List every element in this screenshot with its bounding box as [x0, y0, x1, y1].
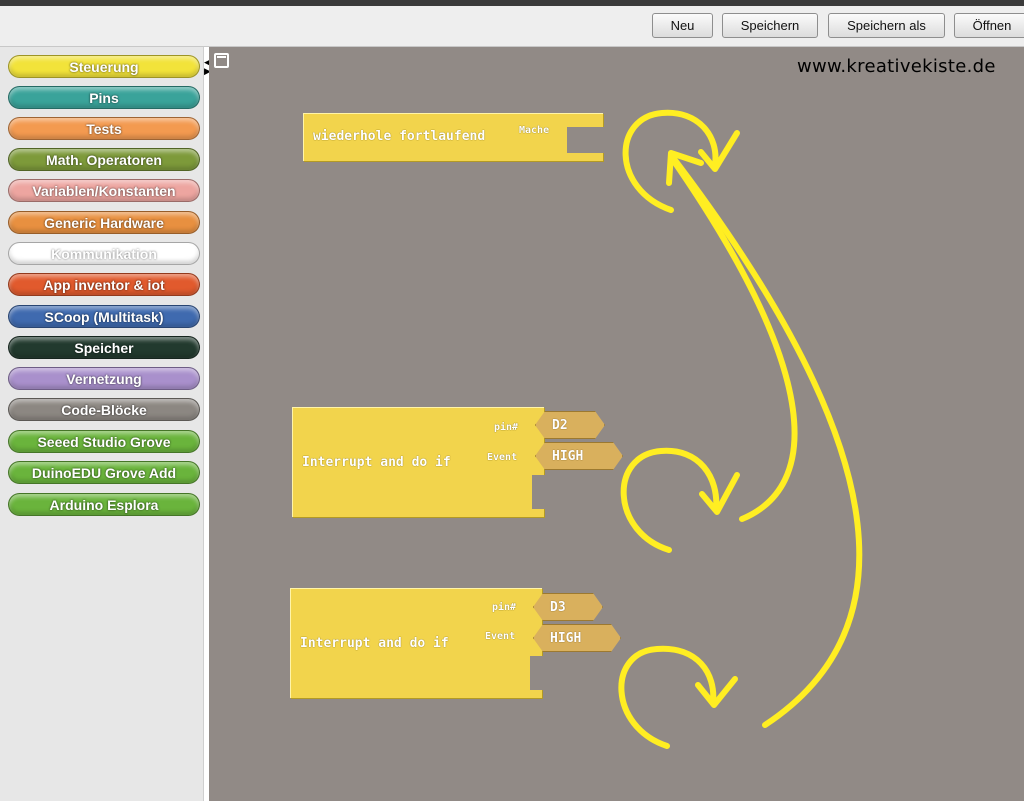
category-vernetzung[interactable]: Vernetzung — [8, 367, 200, 390]
return-arrow-2 — [668, 152, 863, 728]
return-arrow-head — [666, 150, 704, 186]
category-math-operatoren[interactable]: Math. Operatoren — [8, 148, 200, 171]
loop-block-statement-slot — [567, 127, 605, 153]
new-button[interactable]: Neu — [652, 13, 713, 38]
loop-block-label: wiederhole fortlaufend — [313, 129, 486, 144]
window-titlebar — [0, 0, 1024, 6]
sidebar-resize-handle[interactable] — [203, 47, 210, 801]
category-pins[interactable]: Pins — [8, 86, 200, 109]
loop-block[interactable]: wiederhole fortlaufend Mache — [303, 113, 605, 161]
watermark: www.kreativekiste.de — [797, 56, 996, 77]
interrupt-block-1[interactable]: Interrupt and do if pin# Event — [292, 407, 546, 517]
category-code-bloecke[interactable]: Code-Blöcke — [8, 398, 200, 421]
category-speicher[interactable]: Speicher — [8, 336, 200, 359]
window-icon[interactable] — [214, 53, 229, 68]
pin-value-block-1[interactable]: D2 — [535, 411, 605, 439]
event-value-block-1[interactable]: HIGH — [535, 442, 623, 470]
category-app-inventor-iot[interactable]: App inventor & iot — [8, 273, 200, 296]
loop-block-input-label: Mache — [519, 125, 550, 136]
category-arduino-esplora[interactable]: Arduino Esplora — [8, 493, 200, 516]
collapse-arrow-icon[interactable]: ◀▶ — [204, 57, 211, 76]
interrupt-block-1-pin-label: pin# — [494, 422, 519, 433]
interrupt-block-2-event-label: Event — [485, 631, 516, 642]
category-sidebar: Steuerung Pins Tests Math. Operatoren Va… — [0, 47, 203, 801]
category-duinoedu-grove-add[interactable]: DuinoEDU Grove Add — [8, 461, 200, 484]
toolbar: Neu Speichern Speichern als Öffnen — [0, 6, 1024, 47]
interrupt-block-1-label: Interrupt and do if — [302, 455, 451, 470]
interrupt-block-2-label: Interrupt and do if — [300, 636, 449, 651]
interrupt-block-2-pin-label: pin# — [492, 602, 517, 613]
loop-arrow-1 — [622, 109, 719, 213]
category-generic-hardware[interactable]: Generic Hardware — [8, 211, 200, 234]
category-variablen-konstanten[interactable]: Variablen/Konstanten — [8, 179, 200, 202]
category-scoop-multitask[interactable]: SCoop (Multitask) — [8, 305, 200, 328]
save-button[interactable]: Speichern — [722, 13, 818, 38]
category-steuerung[interactable]: Steuerung — [8, 55, 200, 78]
interrupt-block-2-statement-slot — [530, 656, 544, 690]
loop-arrow-2-head — [699, 472, 740, 515]
annotation-arrows — [618, 109, 863, 749]
pin-value-block-2[interactable]: D3 — [533, 593, 603, 621]
interrupt-block-1-statement-slot — [532, 475, 546, 509]
loop-arrow-1-head — [698, 130, 740, 172]
loop-arrow-3 — [618, 645, 717, 749]
loop-arrow-3-head — [695, 676, 738, 708]
save-as-button[interactable]: Speichern als — [828, 13, 945, 38]
loop-arrow-2 — [620, 447, 720, 553]
category-tests[interactable]: Tests — [8, 117, 200, 140]
category-seeed-studio-grove[interactable]: Seeed Studio Grove — [8, 430, 200, 453]
return-arrow-1 — [668, 154, 798, 522]
event-value-block-2[interactable]: HIGH — [533, 624, 621, 652]
interrupt-block-1-event-label: Event — [487, 452, 518, 463]
open-button[interactable]: Öffnen — [954, 13, 1024, 38]
category-kommunikation[interactable]: Kommunikation — [8, 242, 200, 265]
block-workspace[interactable]: www.kreativekiste.de wiederhole fortlauf… — [209, 47, 1024, 801]
interrupt-block-2[interactable]: Interrupt and do if pin# Event — [290, 588, 544, 698]
